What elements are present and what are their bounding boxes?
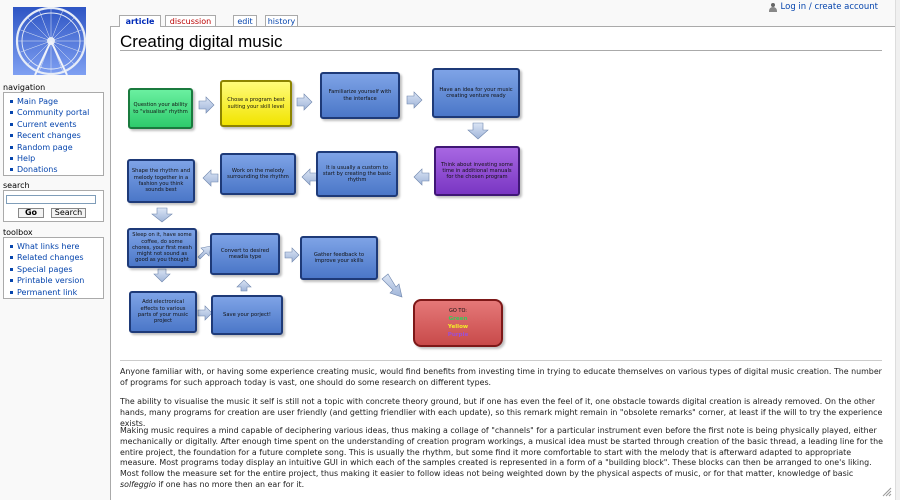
arrow-down [151, 207, 173, 223]
nav-donations[interactable]: Donations [10, 164, 103, 175]
step-box-2: Chose a program best suiting your skill … [220, 80, 292, 127]
arrow-right [296, 93, 313, 111]
personal-tools[interactable]: Log in / create account [768, 2, 878, 12]
step-box-11: Gather feedback to improve your skills [300, 236, 378, 280]
arrow-right [198, 96, 215, 114]
navigation-heading: navigation [3, 83, 46, 92]
nav-current-events[interactable]: Current events [10, 119, 103, 130]
article-paragraph-3: Making music requires a mind capable of … [120, 426, 883, 489]
navigation-portlet: Main Page Community portal Current event… [3, 92, 104, 176]
step-box-3: Familiarize yourself with the interface [320, 72, 400, 119]
arrow-left [413, 168, 430, 186]
resize-grip-icon[interactable] [882, 487, 892, 497]
tool-printable-version[interactable]: Printable version [10, 275, 103, 286]
step-box-6: It is usually a custom to start by creat… [316, 151, 398, 197]
arrow-right [197, 305, 213, 321]
ferris-wheel-icon [13, 7, 86, 75]
arrow-diagonal-down [381, 273, 403, 298]
tool-what-links-here[interactable]: What links here [10, 241, 103, 252]
nav-main-page[interactable]: Main Page [10, 96, 103, 107]
arrow-left [202, 169, 219, 187]
title-divider [120, 50, 882, 51]
article-paragraph-2: The ability to visualise the music it se… [120, 397, 883, 428]
arrow-left [301, 168, 318, 186]
tab-history[interactable]: history [265, 15, 298, 26]
search-heading: search [3, 181, 30, 190]
arrow-down [153, 268, 171, 283]
nav-community-portal[interactable]: Community portal [10, 107, 103, 118]
page-title: Creating digital music [120, 32, 283, 51]
final-box: GO TO: Green Yellow Purple [413, 299, 503, 347]
arrow-up [236, 279, 252, 292]
tool-permanent-link[interactable]: Permanent link [10, 287, 103, 298]
arrow-right [406, 91, 423, 109]
arrow-right [284, 247, 300, 263]
search-input[interactable] [6, 195, 96, 204]
step-box-13: Save your porject! [211, 295, 283, 335]
tool-related-changes[interactable]: Related changes [10, 252, 103, 263]
search-button[interactable]: Search [51, 208, 86, 218]
diagram-divider [120, 360, 882, 361]
step-box-9: Sleep on it, have some coffee, do some c… [127, 228, 197, 268]
nav-random-page[interactable]: Random page [10, 142, 103, 153]
step-box-5: Think about investing some time in addit… [434, 146, 520, 196]
go-button[interactable]: Go [18, 208, 44, 218]
tab-edit[interactable]: edit [233, 15, 257, 26]
step-box-12: Add electronical effects to various part… [129, 291, 197, 333]
tool-special-pages[interactable]: Special pages [10, 264, 103, 275]
flowchart-arrows [151, 91, 489, 321]
top-bar: Log in / create account [0, 0, 900, 14]
tab-article[interactable]: article [119, 15, 161, 27]
step-box-1: Question your ability to "visualise" rhy… [128, 88, 193, 129]
vertical-scrollbar[interactable] [895, 0, 900, 500]
toolbox-heading: toolbox [3, 228, 33, 237]
step-box-4: Have an idea for your music creating ven… [432, 68, 520, 118]
login-link[interactable]: Log in / create account [780, 2, 878, 12]
step-box-8: Shape the rhythm and melody together in … [127, 159, 195, 203]
step-box-10: Convert to desired meadia type [210, 233, 280, 275]
nav-help[interactable]: Help [10, 153, 103, 164]
tab-discussion[interactable]: discussion [165, 15, 216, 26]
article-paragraph-1: Anyone familiar with, or having some exp… [120, 367, 882, 387]
toolbox-portlet: What links here Related changes Special … [3, 237, 104, 299]
user-icon [768, 2, 777, 12]
arrow-down [467, 122, 489, 140]
site-logo[interactable] [13, 7, 86, 75]
nav-recent-changes[interactable]: Recent changes [10, 130, 103, 141]
step-box-7: Work on the melody surrounding the rhyth… [220, 153, 296, 195]
